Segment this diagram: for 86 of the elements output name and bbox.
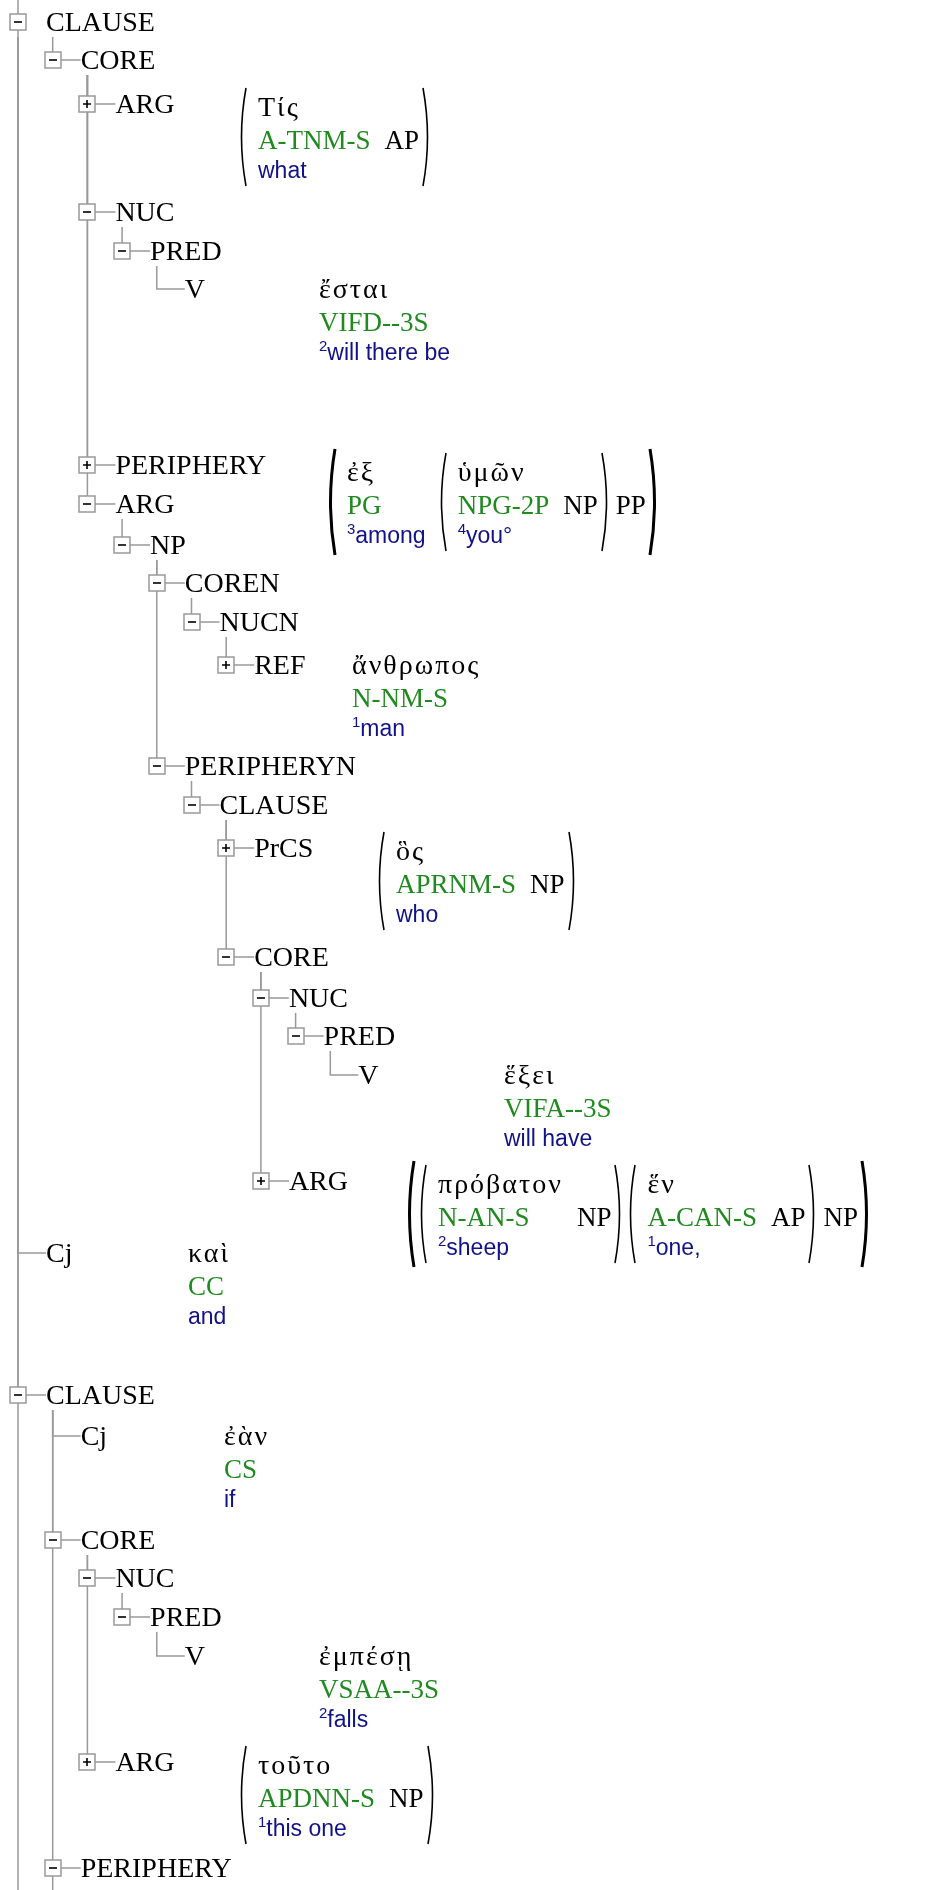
greek-word: ἐὰν <box>224 1419 270 1453</box>
node-label: NUC <box>115 1562 175 1594</box>
node-label: ARG <box>115 88 175 120</box>
morphology-tag: N-AN-S <box>438 1201 530 1233</box>
node-label: PRED <box>150 235 222 267</box>
greek-word: ἔσται <box>319 272 390 306</box>
english-gloss: who <box>396 900 439 928</box>
tree-connector <box>225 636 255 666</box>
node-label: REF <box>254 649 306 681</box>
node-label: ARG <box>288 1165 348 1197</box>
english-gloss: $^{4}$you° <box>457 521 513 549</box>
english-gloss: $^{2}$sheep <box>438 1233 509 1261</box>
english-gloss: $^{2}$will there be <box>319 338 451 366</box>
node-label: NUCN <box>219 606 299 638</box>
node-label: NP <box>150 529 186 561</box>
node-label: ARG <box>115 488 175 520</box>
node-label: Cj <box>80 1420 108 1452</box>
node-label: PrCS <box>254 832 314 864</box>
tree-connector <box>121 518 151 546</box>
english-gloss: $^{3}$among <box>347 521 426 549</box>
morphology-tag: VIFD--3S <box>319 306 429 338</box>
node-label: V <box>184 273 206 305</box>
english-gloss: and <box>188 1302 227 1330</box>
tree-connector <box>156 1631 186 1657</box>
phrase-label: NP <box>530 868 565 900</box>
english-gloss: $^{2}$falls <box>319 1705 369 1733</box>
english-gloss: $^{1}$man <box>352 714 406 742</box>
node-label: CLAUSE <box>46 6 155 38</box>
morphology-tag: A-TNM-S <box>258 124 371 156</box>
phrase-label: NP <box>823 1201 858 1233</box>
morphology-tag: APRNM-S <box>396 868 517 900</box>
greek-word: ὑμῶν <box>457 455 526 489</box>
morphology-tag: APDNN-S <box>258 1782 376 1814</box>
node-label: PRED <box>323 1020 396 1052</box>
english-gloss: $^{1}$this one <box>258 1814 347 1842</box>
node-label: V <box>184 1640 206 1672</box>
greek-word: τοῦτο <box>258 1748 333 1782</box>
node-label: COREN <box>184 567 280 599</box>
phrase-label: AP <box>770 1201 806 1233</box>
phrase-label: NP <box>576 1201 612 1233</box>
greek-word: ἄνθρωπος <box>352 648 481 682</box>
node-label: CLAUSE <box>46 1379 155 1411</box>
morphology-tag: VIFA--3S <box>504 1092 612 1124</box>
node-label: V <box>358 1059 379 1091</box>
node-label: CLAUSE <box>219 789 329 821</box>
morphology-tag: VSAA--3S <box>319 1673 439 1705</box>
node-label: Cj <box>46 1237 73 1269</box>
node-label: CORE <box>80 1524 156 1556</box>
greek-word: ὃς <box>396 834 426 868</box>
morphology-tag: PG <box>347 489 382 521</box>
english-gloss: will have <box>504 1124 593 1152</box>
morphology-tag: CS <box>224 1453 258 1485</box>
phrase-label: PP <box>615 489 646 521</box>
tree-connector <box>329 1050 360 1076</box>
tree-connector <box>86 1554 117 1763</box>
morphology-tag: A-CAN-S <box>647 1201 757 1233</box>
tree-connector <box>225 819 255 958</box>
greek-word: Τίς <box>258 90 300 124</box>
morphology-tag: N-NM-S <box>352 682 448 714</box>
morphology-tag: NPG-2P <box>457 489 550 521</box>
english-gloss: $^{1}$one, <box>647 1233 701 1261</box>
tree-connector <box>156 559 186 767</box>
phrase-label: AP <box>384 124 419 156</box>
node-label: NUC <box>115 196 175 228</box>
greek-word: πρόβατον <box>438 1167 563 1201</box>
greek-word: ἕξει <box>504 1058 556 1092</box>
phrase-label: NP <box>563 489 598 521</box>
tree-connector <box>156 265 186 290</box>
morphology-tag: CC <box>188 1270 225 1302</box>
greek-word: ἕν <box>647 1167 676 1201</box>
tree-connector <box>51 1409 82 1869</box>
english-gloss: what <box>258 156 307 184</box>
node-label: CORE <box>80 44 156 76</box>
english-gloss: if <box>224 1485 236 1513</box>
node-label: NUC <box>288 982 348 1014</box>
node-label: ARG <box>115 1746 175 1778</box>
node-label: CORE <box>254 941 329 973</box>
greek-word: ἐξ <box>347 455 376 489</box>
tree-connector <box>260 971 290 1182</box>
greek-word: καὶ <box>188 1236 231 1270</box>
node-label: PERIPHERY <box>115 449 267 481</box>
node-label: PERIPHERY <box>80 1852 232 1884</box>
greek-word: ἐμπέσῃ <box>319 1639 414 1673</box>
phrase-label: NP <box>389 1782 424 1814</box>
node-label: PRED <box>150 1601 222 1633</box>
node-label: PERIPHERYN <box>184 750 356 782</box>
